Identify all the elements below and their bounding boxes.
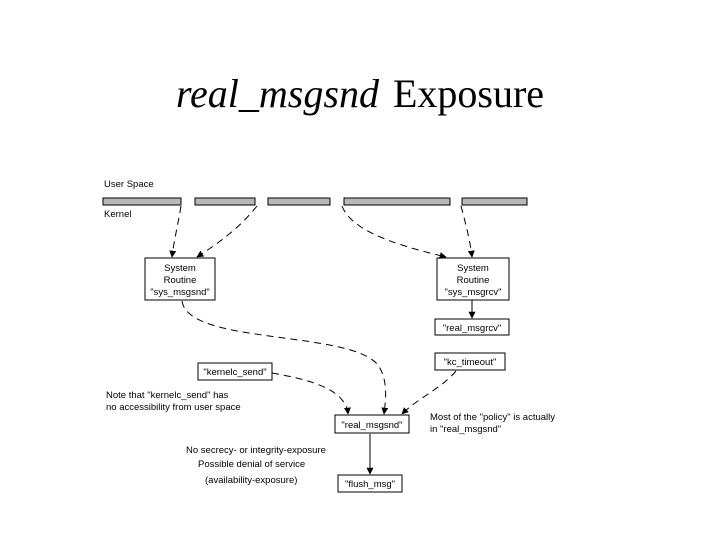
system-routine-sys-msgsnd: [144, 257, 216, 301]
arrow-kernelc-send-to-real-msgsnd: [271, 372, 351, 415]
sys-msgrcv-line-3: "sys_msgrcv": [445, 287, 502, 298]
arrow-user-to-sys-msgrcv-a: [341, 205, 447, 259]
arrow-user-to-sys-msgsnd-a: [169, 205, 182, 258]
note-right-line-1: Most of the "policy" is actually: [430, 412, 555, 423]
kernelc-send-box: [197, 362, 273, 381]
arrow-user-to-sys-msgsnd-b: [196, 205, 258, 258]
sys-msgsnd-line-2: Routine: [164, 275, 197, 286]
real-msgsnd-label: "real_msgsnd": [341, 420, 402, 431]
arrow-kc-timeout-to-real-msgsnd: [401, 370, 457, 415]
sys-msgrcv-line-1: System: [457, 263, 489, 274]
kernel-label: Kernel: [104, 209, 131, 220]
note-left-line-2: no accessibility from user space: [106, 402, 241, 413]
note-right-line-2: in "real_msgsnd": [430, 424, 501, 435]
real-msgrcv-box: [434, 318, 510, 336]
boundary-segment-5: [461, 197, 528, 206]
slide-title: real_msgsnd Exposure: [0, 70, 720, 117]
real-msgrcv-label: "real_msgrcv": [443, 323, 501, 334]
flush-msg-box: [337, 474, 403, 493]
sys-msgrcv-line-2: Routine: [457, 275, 490, 286]
title-rest: Exposure: [392, 71, 545, 116]
boundary-segment-1: [102, 197, 182, 206]
title-function-name: real_msgsnd: [175, 71, 379, 116]
real-msgsnd-box: [334, 414, 410, 434]
note-bottom-line-1: No secrecy- or integrity-exposure: [186, 445, 326, 456]
note-bottom-line-2: Possible denial of service: [198, 459, 305, 470]
sys-msgsnd-line-1: System: [164, 263, 196, 274]
user-space-label: User Space: [104, 179, 154, 190]
arrow-user-to-sys-msgrcv-b: [460, 205, 475, 258]
boundary-segment-2: [194, 197, 256, 206]
boundary-segment-3: [267, 197, 331, 206]
note-bottom-line-3: (availability-exposure): [205, 475, 297, 486]
flush-msg-label: "flush_msg": [345, 479, 395, 490]
kernelc-send-label: "kernelc_send": [203, 367, 266, 378]
kc-timeout-box: [434, 352, 506, 371]
note-left-line-1: Note that "kernelc_send" has: [106, 390, 229, 401]
boundary-segment-4: [343, 197, 451, 206]
arrow-sys-msgsnd-to-real-msgsnd: [181, 300, 389, 415]
system-routine-sys-msgrcv: [436, 257, 510, 301]
sys-msgsnd-line-3: "sys_msgsnd": [150, 287, 210, 298]
kc-timeout-label: "kc_timeout": [444, 357, 497, 368]
